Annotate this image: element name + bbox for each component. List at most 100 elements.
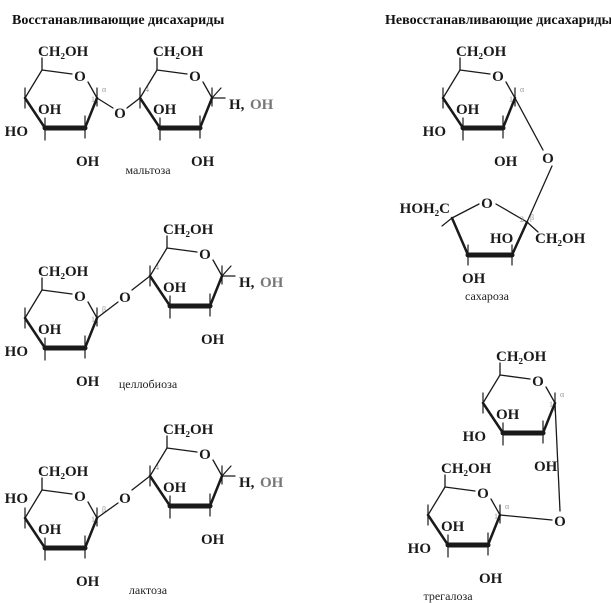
bond [490, 498, 501, 516]
c3-oh-label: OH [441, 519, 465, 535]
fructose-hoh2c-label: HOH₂C [400, 201, 450, 217]
bond [451, 203, 480, 219]
c4-ho-label: HO [463, 429, 486, 445]
carbon-number: 4 [145, 85, 149, 94]
bond [501, 96, 517, 130]
bond [499, 374, 531, 380]
bond [427, 486, 446, 516]
bond [510, 220, 529, 257]
bond [198, 96, 214, 130]
bond [526, 221, 539, 233]
ring-oxygen-label: O [74, 69, 86, 85]
bond [148, 474, 172, 508]
bond [83, 516, 99, 550]
bond [87, 501, 98, 519]
ch2oh-label: CH₂OH [163, 422, 214, 438]
maltose-name: мальтоза [125, 163, 171, 177]
c2-oh-label: OH [76, 154, 100, 170]
bond [24, 489, 43, 519]
c3-oh-label: OH [163, 480, 187, 496]
ring-oxygen-label: O [74, 289, 86, 305]
bond [87, 301, 98, 319]
c1-oh-label: OH [260, 475, 284, 491]
bond [442, 69, 461, 99]
ring-oxygen-label: O [532, 374, 544, 390]
ch2oh-label: CH₂OH [153, 44, 204, 60]
bond [545, 386, 556, 404]
ring-oxygen-label: O [492, 69, 504, 85]
bond [23, 316, 47, 350]
bond [131, 475, 151, 491]
bond [495, 203, 528, 223]
c4-ho-label: HO [408, 541, 431, 557]
carbon-number: 1 [91, 95, 95, 104]
bond [83, 316, 99, 350]
bond [87, 81, 98, 99]
glycosidic-oxygen-label: O [554, 514, 566, 530]
c1-oh-label: OH [260, 275, 284, 291]
bond [444, 486, 476, 492]
carbon-number: 2 [520, 215, 524, 224]
bond [96, 97, 114, 109]
c3-oh-label: OH [38, 322, 62, 338]
c5-tick [441, 217, 453, 227]
bond [202, 81, 213, 99]
c2-oh-label: OH [494, 154, 518, 170]
bond [131, 275, 151, 291]
heading-nonreducing: Невосстанавливающие дисахариды [385, 13, 611, 28]
bond [138, 96, 162, 130]
c3-oh-label: OH [456, 102, 480, 118]
glycosidic-oxygen-label: O [119, 491, 131, 507]
bond [166, 247, 198, 253]
c3-oh-label: OH [163, 280, 187, 296]
ring-oxygen-label: O [199, 447, 211, 463]
anomer-label: β [530, 213, 534, 222]
ch2oh-label: CH₂OH [441, 461, 492, 477]
sucrose-name: сахароза [465, 289, 510, 303]
ch2oh-label: CH₂OH [496, 349, 547, 365]
anomer-label: α [102, 85, 107, 94]
c2-oh-label: OH [76, 574, 100, 590]
bond [156, 69, 188, 75]
bond [541, 401, 557, 435]
carbon-number: 4 [155, 263, 159, 272]
bond [41, 69, 73, 75]
bond [441, 96, 465, 130]
bond [41, 489, 73, 495]
bond [23, 96, 47, 130]
c2-oh-label: OH [201, 532, 225, 548]
bond [126, 97, 141, 109]
c2-oh-label: OH [191, 154, 215, 170]
bond [481, 401, 505, 435]
bond [41, 289, 73, 295]
c1-h-label: H, [239, 475, 255, 491]
c2-oh-label: OH [76, 374, 100, 390]
bond [24, 289, 43, 319]
c1-tick [221, 465, 232, 477]
bond [23, 516, 47, 550]
trehalose-name: трегалоза [423, 589, 473, 603]
ch2oh-label: CH₂OH [163, 222, 214, 238]
bond [212, 459, 223, 477]
c4-ho-label: HO [5, 344, 28, 360]
bond [426, 513, 450, 547]
ring-oxygen-label: O [74, 489, 86, 505]
cellobiose-name: целлобиоза [119, 377, 178, 391]
carbon-number: 4 [155, 463, 159, 472]
bond [149, 447, 168, 477]
carbon-number: 1 [91, 315, 95, 324]
c1-oh-label: OH [250, 97, 274, 113]
anomer-label: α [560, 390, 565, 399]
ch2oh-label: CH₂OH [38, 464, 89, 480]
bond [96, 502, 119, 519]
bond [24, 69, 43, 99]
carbon-number: 1 [494, 512, 498, 521]
bond [148, 274, 172, 308]
c1-h-label: H, [229, 97, 245, 113]
bond [514, 97, 544, 151]
